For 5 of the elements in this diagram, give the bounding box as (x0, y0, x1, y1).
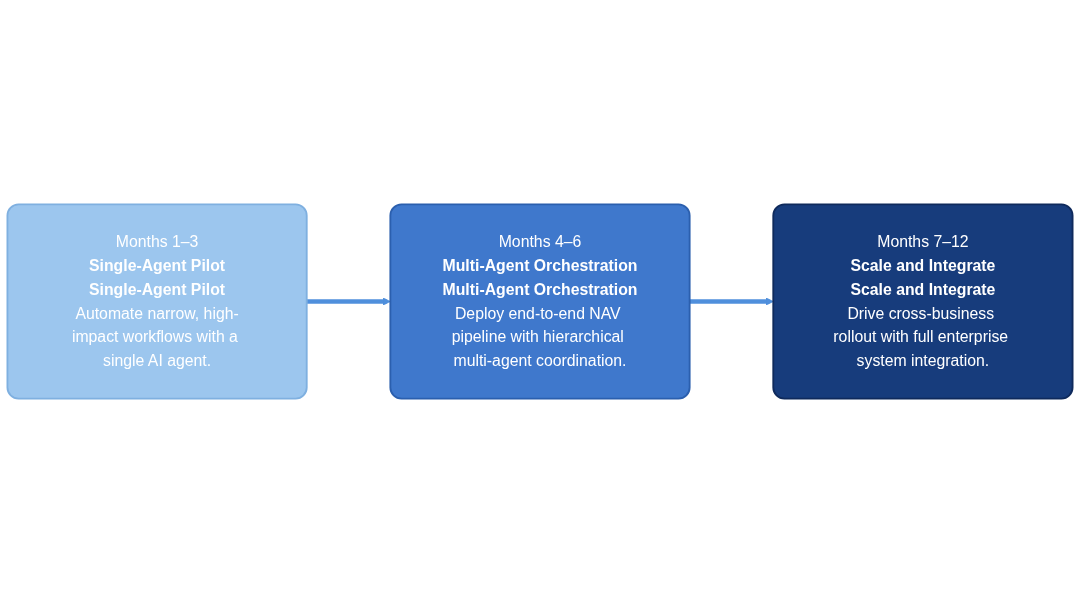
node-box: Months 7–12 Scale and Integrate Scale and Integrate Drive cross-business rollout with full enterprise system integration. (772, 203, 1074, 400)
arrow (689, 297, 774, 306)
node-box: Months 4–6 Multi-Agent Orchestration Multi-Agent Orchestration Deploy end-to-end NAV pipeline with hierarchical multi-agent coordination. (389, 203, 691, 400)
node-box: Months 1–3 Single-Agent Pilot Single-Agent Pilot Automate narrow, high-impact workflows with a single AI agent. (6, 203, 308, 400)
arrow (306, 297, 391, 306)
